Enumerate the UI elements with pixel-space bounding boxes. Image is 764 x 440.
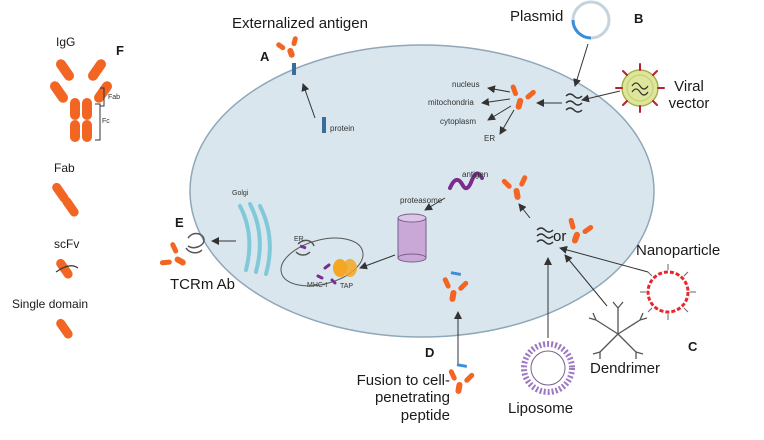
externalized-protein-bar <box>292 63 296 75</box>
cell-membrane <box>189 44 655 338</box>
panel-letter-d: D <box>425 345 435 360</box>
fc-bracket <box>95 103 101 141</box>
label-protein: protein <box>330 124 355 133</box>
panel-letter-f: F <box>116 43 124 58</box>
label-er: ER <box>294 236 304 243</box>
protein-bar-icon <box>322 117 326 133</box>
label-liposome: Liposome <box>508 400 574 417</box>
arrow-proteasome-to-er <box>359 254 396 270</box>
internalized-antibody-icon-1 <box>501 175 528 200</box>
fab-icon <box>52 182 79 217</box>
nanoparticle-icon <box>640 264 696 320</box>
expressed-antibody-icon <box>510 84 536 110</box>
label-mitochondria: mitochondria <box>428 98 474 107</box>
single-domain-icon <box>56 318 73 339</box>
panel-letter-b: B <box>634 11 644 26</box>
igg-icon <box>49 59 113 142</box>
panel-letter-a: A <box>260 49 270 64</box>
label-igg: IgG <box>56 35 76 49</box>
label-fab-bracket: Fab <box>108 94 121 101</box>
golgi-icon <box>238 202 272 276</box>
label-fab: Fab <box>54 161 75 175</box>
label-cytoplasm: cytoplasm <box>440 117 477 126</box>
label-fc: Fc <box>102 118 110 125</box>
er-compartment <box>280 237 364 287</box>
surface-mhc-icon <box>185 232 205 254</box>
label-fusion: Fusion to cell-penetrating peptide <box>356 372 450 424</box>
viral-vector-icon <box>615 63 665 113</box>
panel-letter-e: E <box>175 215 184 230</box>
plasmid-icon <box>571 0 611 40</box>
label-nanoparticle: Nanoparticle <box>636 242 721 259</box>
arrow-or-to-antibody <box>518 203 531 219</box>
arrow-to-nucleus <box>487 85 511 94</box>
label-dendrimer: Dendrimer <box>590 360 661 377</box>
label-mhc: MHC-I <box>307 282 328 289</box>
proteasome-icon <box>397 213 427 263</box>
dendrimer-icon <box>588 301 648 359</box>
peptide-in-mhc <box>299 244 307 250</box>
label-plasmid: Plasmid <box>510 8 564 25</box>
arrow-to-cytoplasm <box>487 105 512 121</box>
fused-antibody-outside-icon <box>448 363 475 394</box>
label-golgi: Golgi <box>232 190 249 197</box>
arrow-antigen-to-proteasome <box>424 197 446 211</box>
fab-bracket <box>100 87 105 107</box>
label-externalized-antigen: Externalized antigen <box>232 15 368 32</box>
label-single-domain: Single domain <box>12 297 89 311</box>
label-or: or <box>553 228 567 245</box>
arrow-dendrimer <box>564 254 608 307</box>
label-scfv: scFv <box>54 237 80 251</box>
panel-letter-c: C <box>688 339 698 354</box>
dna-squiggle-icon <box>565 93 583 113</box>
antigen-squiggle-icon <box>448 171 484 191</box>
label-antigen: antigen <box>462 170 489 179</box>
liposome-icon <box>521 341 575 395</box>
arrow-to-mitochondria <box>481 98 511 106</box>
arrow-to-er-small <box>499 109 515 135</box>
mhc-molecule-icon <box>295 239 315 256</box>
dna-squiggle-delivery <box>536 227 554 245</box>
arrow-virus-to-dna <box>581 90 621 103</box>
externalized-antigen-antibody-icon <box>276 36 298 58</box>
label-viral-vector: Viral vector <box>668 78 710 113</box>
label-tcrm: TCRm Ab <box>170 276 236 293</box>
tap-transporter-icon <box>333 259 357 277</box>
fused-antibody-inside-icon <box>442 271 469 302</box>
arrow-nanoparticle <box>559 245 649 273</box>
peptide-fragments <box>316 263 337 285</box>
label-er-small: ER <box>484 134 496 143</box>
arrow-protein-to-surface <box>301 83 316 119</box>
label-proteasome: proteasome <box>400 196 443 205</box>
arrow-plasmid-to-dna <box>573 43 589 87</box>
tcrm-antibody-icon <box>159 242 186 266</box>
label-nucleus: nucleus <box>452 80 480 89</box>
scfv-icon <box>55 258 79 279</box>
internalized-antibody-icon-2 <box>568 217 594 244</box>
label-tap: TAP <box>340 283 354 290</box>
